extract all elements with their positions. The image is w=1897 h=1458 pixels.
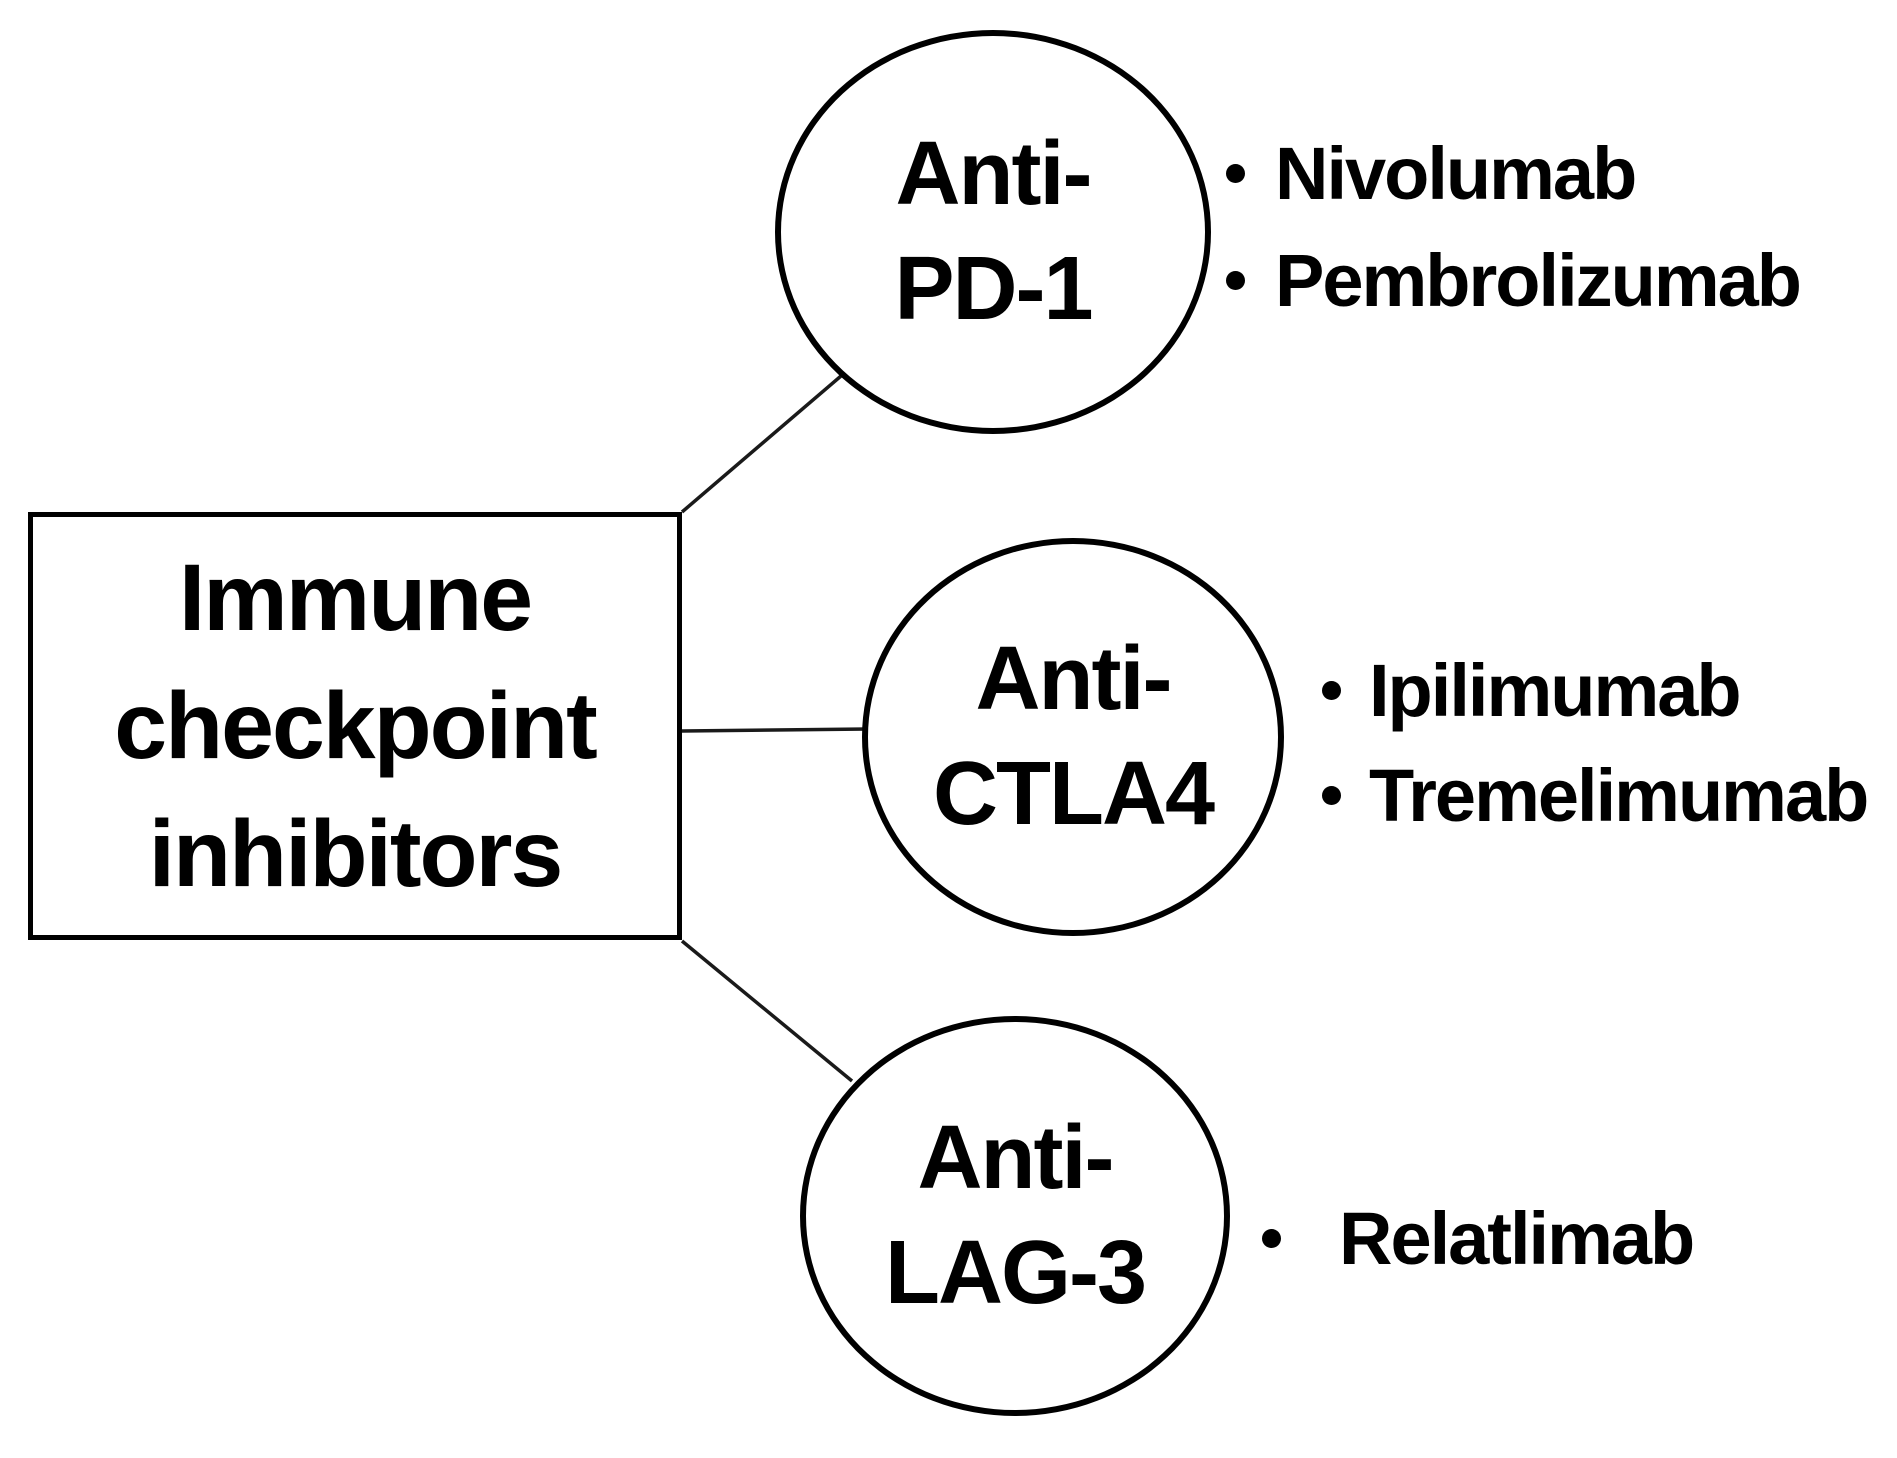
connector-root-to-ctla4 <box>681 727 869 733</box>
node-label-line: CTLA4 <box>933 744 1215 844</box>
node-circle-anti-pd1: Anti- PD-1 <box>775 30 1211 434</box>
node-circle-anti-lag3: Anti- LAG-3 <box>800 1016 1230 1416</box>
root-node-box: Immune checkpoint inhibitors <box>28 512 682 940</box>
drug-list-anti-ctla4: Ipilimumab Tremelimumab <box>1322 647 1869 838</box>
connector-root-to-lag3 <box>680 939 854 1083</box>
node-circle-anti-ctla4: Anti- CTLA4 <box>862 538 1284 936</box>
drug-label: Nivolumab <box>1275 131 1637 215</box>
bullet-icon <box>1226 163 1245 183</box>
root-node-label-line: inhibitors <box>148 801 564 908</box>
list-item: Nivolumab <box>1226 130 1800 216</box>
list-item: Ipilimumab <box>1322 647 1867 733</box>
list-item: Pembrolizumab <box>1226 237 1802 323</box>
root-node-label-line: checkpoint <box>114 672 597 779</box>
drug-list-anti-lag3: Relatlimab <box>1262 1195 1695 1281</box>
node-label-line: Anti- <box>975 628 1173 729</box>
bullet-icon <box>1226 270 1245 290</box>
drug-list-anti-pd1: Nivolumab Pembrolizumab <box>1226 130 1802 323</box>
node-label-line: LAG-3 <box>885 1223 1147 1323</box>
bullet-icon <box>1262 1228 1281 1248</box>
drug-label: Relatlimab <box>1339 1196 1695 1280</box>
bullet-icon <box>1322 785 1341 805</box>
drug-label: Pembrolizumab <box>1275 238 1802 322</box>
drug-label: Ipilimumab <box>1369 648 1742 732</box>
list-item: Relatlimab <box>1262 1195 1695 1281</box>
bullet-icon <box>1322 680 1341 700</box>
connector-root-to-pd1 <box>680 374 843 514</box>
node-label-line: PD-1 <box>894 239 1093 339</box>
node-label-line: Anti- <box>917 1107 1115 1208</box>
drug-label: Tremelimumab <box>1369 753 1869 837</box>
node-label-line: Anti- <box>895 123 1093 224</box>
root-node-label-line: Immune <box>178 544 533 651</box>
list-item: Tremelimumab <box>1322 752 1869 838</box>
